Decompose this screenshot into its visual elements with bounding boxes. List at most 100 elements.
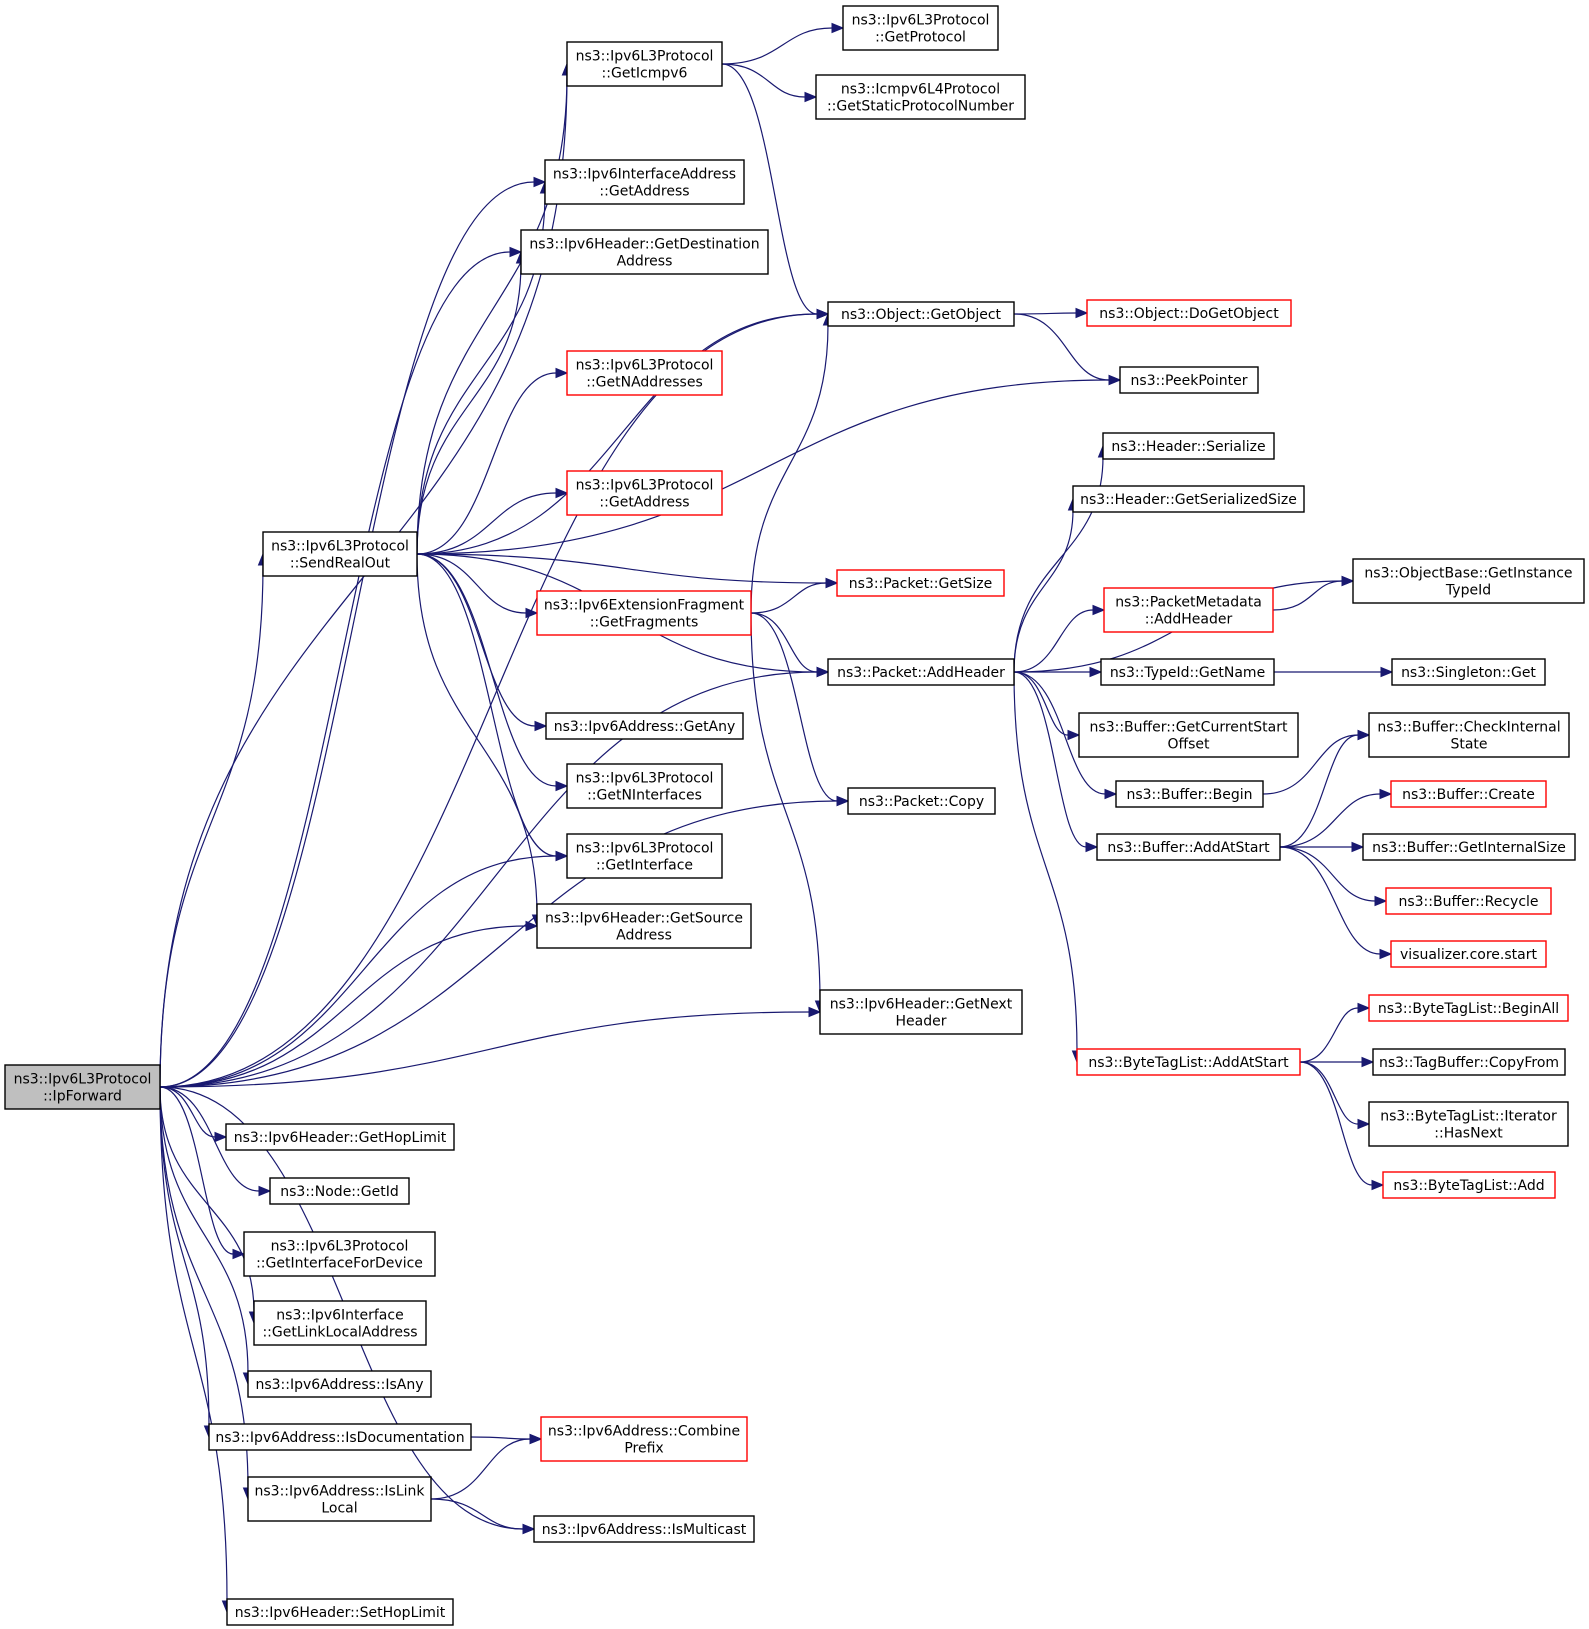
- node-ifaddr-getaddress[interactable]: ns3::Ipv6InterfaceAddress::GetAddress: [544, 159, 745, 205]
- call-edge: [159, 251, 511, 1088]
- node-buffer-recycle[interactable]: ns3::Buffer::Recycle: [1385, 887, 1552, 915]
- node-buffer-create[interactable]: ns3::Buffer::Create: [1390, 780, 1547, 808]
- node-box: [243, 1231, 436, 1277]
- arrowhead: [555, 850, 569, 862]
- node-box: [1078, 712, 1299, 758]
- node-ismulticast[interactable]: ns3::Ipv6Address::IsMulticast: [533, 1515, 755, 1543]
- node-box: [253, 1300, 427, 1346]
- node-label: ns3::Node::GetId: [280, 1184, 398, 1200]
- node-dogetobject[interactable]: ns3::Object::DoGetObject: [1086, 299, 1292, 327]
- node-label: ::GetInterface: [596, 858, 693, 874]
- arrowhead: [1361, 1056, 1375, 1068]
- node-isdocumentation[interactable]: ns3::Ipv6Address::IsDocumentation: [208, 1423, 472, 1451]
- node-l3-getprotocol[interactable]: ns3::Ipv6L3Protocol::GetProtocol: [842, 5, 999, 51]
- node-l3-getaddress[interactable]: ns3::Ipv6L3Protocol::GetAddress: [566, 470, 723, 516]
- node-label: ns3::Ipv6L3Protocol: [271, 1239, 409, 1255]
- node-peekpointer[interactable]: ns3::PeekPointer: [1119, 366, 1259, 394]
- node-header-getserializedsize[interactable]: ns3::Header::GetSerializedSize: [1072, 485, 1305, 513]
- node-box: [262, 531, 418, 577]
- call-edge: [1013, 671, 1087, 848]
- call-edge: [159, 1086, 249, 1489]
- node-btl-addatstart[interactable]: ns3::ByteTagList::AddAtStart: [1076, 1048, 1301, 1076]
- node-tagbuffer-copyfrom[interactable]: ns3::TagBuffer::CopyFrom: [1372, 1048, 1566, 1076]
- node-getinterface[interactable]: ns3::Ipv6L3Protocol::GetInterface: [566, 833, 723, 879]
- node-label: ns3::Singleton::Get: [1401, 665, 1536, 681]
- arrowhead: [555, 780, 569, 792]
- node-sendrealout[interactable]: ns3::Ipv6L3Protocol::SendRealOut: [262, 531, 418, 577]
- node-box: [1100, 658, 1275, 686]
- node-box: [225, 1123, 455, 1151]
- node-gethoplimit[interactable]: ns3::Ipv6Header::GetHopLimit: [225, 1123, 455, 1151]
- node-label: TypeId: [1445, 583, 1491, 599]
- node-sethoplimit[interactable]: ns3::Ipv6Header::SetHopLimit: [226, 1598, 454, 1626]
- call-edge: [159, 671, 818, 1088]
- arrowhead: [1341, 575, 1355, 587]
- call-edge: [750, 582, 827, 614]
- node-box: [544, 159, 745, 205]
- node-box: [566, 763, 723, 809]
- call-edge: [1279, 734, 1359, 848]
- node-getfragments[interactable]: ns3::Ipv6ExtensionFragment::GetFragments: [536, 590, 752, 636]
- arrowhead: [816, 666, 830, 678]
- node-box: [1390, 780, 1547, 808]
- node-buffer-begin[interactable]: ns3::Buffer::Begin: [1115, 780, 1264, 808]
- arrowhead: [1104, 788, 1118, 800]
- call-edge: [159, 1086, 234, 1255]
- node-getobject[interactable]: ns3::Object::GetObject: [827, 301, 1015, 327]
- node-visualizer-start[interactable]: visualizer.core.start: [1390, 940, 1547, 968]
- node-getstaticprotocolnumber[interactable]: ns3::Icmpv6L4Protocol::GetStaticProtocol…: [815, 74, 1026, 120]
- node-label: ns3::Buffer::Create: [1402, 787, 1535, 803]
- arrowhead: [232, 1248, 246, 1260]
- call-edge: [1279, 846, 1381, 955]
- call-edge: [159, 1086, 260, 1192]
- node-singleton-get[interactable]: ns3::Singleton::Get: [1391, 658, 1546, 686]
- node-geticmpv6[interactable]: ns3::Ipv6L3Protocol::GetIcmpv6: [566, 41, 723, 87]
- node-header-serialize[interactable]: ns3::Header::Serialize: [1102, 432, 1275, 460]
- node-getinternalsize[interactable]: ns3::Buffer::GetInternalSize: [1362, 833, 1576, 861]
- node-label: Address: [616, 928, 672, 944]
- node-btl-add[interactable]: ns3::ByteTagList::Add: [1382, 1171, 1556, 1199]
- call-edge: [159, 74, 568, 1088]
- call-edge: [159, 925, 527, 1088]
- node-typeid-getname[interactable]: ns3::TypeId::GetName: [1100, 658, 1275, 686]
- node-packet-copy[interactable]: ns3::Packet::Copy: [847, 787, 996, 815]
- arrowhead: [1092, 604, 1106, 616]
- call-edge: [159, 313, 818, 1088]
- node-isany[interactable]: ns3::Ipv6Address::IsAny: [247, 1370, 432, 1398]
- node-label: ::GetNInterfaces: [587, 788, 702, 804]
- call-edge: [430, 1438, 531, 1500]
- node-box: [1352, 558, 1585, 604]
- node-btl-beginall[interactable]: ns3::ByteTagList::BeginAll: [1368, 994, 1569, 1022]
- node-pm-addheader[interactable]: ns3::PacketMetadata::AddHeader: [1103, 587, 1274, 633]
- node-packet-addheader[interactable]: ns3::Packet::AddHeader: [827, 658, 1015, 686]
- node-label: State: [1450, 737, 1487, 753]
- node-btl-iterator-hasnext[interactable]: ns3::ByteTagList::Iterator::HasNext: [1368, 1101, 1569, 1147]
- node-label: ::GetIcmpv6: [602, 66, 688, 82]
- node-buffer-addatstart[interactable]: ns3::Buffer::AddAtStart: [1096, 833, 1281, 861]
- call-edge: [416, 553, 557, 857]
- call-edge: [1272, 580, 1343, 611]
- call-edge: [416, 553, 557, 787]
- node-box: [566, 833, 723, 879]
- node-getinterfacefordevice[interactable]: ns3::Ipv6L3Protocol::GetInterfaceForDevi…: [243, 1231, 436, 1277]
- node-ipforward[interactable]: ns3::Ipv6L3Protocol::IpForward: [4, 1064, 161, 1110]
- node-node-getid[interactable]: ns3::Node::GetId: [269, 1177, 410, 1205]
- node-box: [1102, 432, 1275, 460]
- node-getlinklocaladdress[interactable]: ns3::Ipv6Interface::GetLinkLocalAddress: [253, 1300, 427, 1346]
- node-label: ns3::Ipv6Header::GetHopLimit: [234, 1130, 447, 1146]
- node-packet-getsize[interactable]: ns3::Packet::GetSize: [836, 569, 1005, 597]
- arrowhead: [1374, 895, 1388, 907]
- node-getninterfaces[interactable]: ns3::Ipv6L3Protocol::GetNInterfaces: [566, 763, 723, 809]
- node-getnaddresses[interactable]: ns3::Ipv6L3Protocol::GetNAddresses: [566, 350, 723, 396]
- node-getany[interactable]: ns3::Ipv6Address::GetAny: [545, 712, 744, 740]
- node-label: ns3::TypeId::GetName: [1110, 665, 1265, 681]
- call-edge: [159, 855, 557, 1088]
